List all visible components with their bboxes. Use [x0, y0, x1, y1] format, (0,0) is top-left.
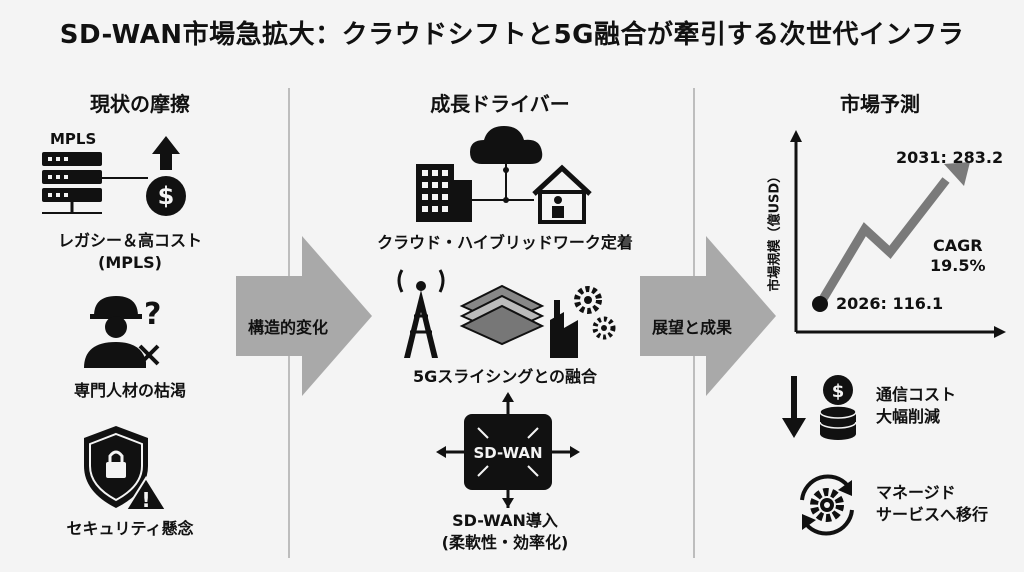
legacy-cost-label: レガシー＆高コスト (MPLS) — [57, 231, 202, 272]
page-title: SD-WAN市場急拡大：クラウドシフトと5G融合が牽引する次世代インフラ — [59, 20, 965, 50]
managed-service-gear-icon — [800, 474, 854, 536]
chart-series-line — [816, 177, 950, 307]
chart-cagr-label: CAGR 19.5% — [930, 236, 986, 275]
chart-ylabel: 市場規模（億USD） — [767, 169, 783, 292]
cost-reduction-label: 通信コスト 大幅削減 — [876, 385, 957, 426]
cloud-hybrid-work-icon — [416, 126, 592, 224]
structural-change-arrow — [236, 236, 372, 396]
current-friction-heading: 現状の摩擦 — [90, 92, 190, 116]
chart-start-label: 2026: 116.1 — [836, 294, 944, 313]
outlook-outcome-label: 展望と成果 — [651, 318, 732, 337]
outlook-outcome-arrow — [640, 236, 776, 396]
chart-end-label: 2031: 283.2 — [896, 148, 1004, 167]
security-shield-icon: ! — [84, 426, 168, 512]
managed-service-label: マネージド サービスへ移行 — [876, 483, 989, 524]
market-forecast-heading: 市場予測 — [840, 92, 920, 116]
svg-text:?: ? — [144, 297, 161, 332]
mpls-tag: MPLS — [50, 130, 97, 148]
legacy-server-cost-icon: $ — [42, 136, 186, 216]
cloud-hybrid-work-label: クラウド・ハイブリッドワーク定着 — [377, 233, 633, 252]
worker-shortage-icon: ? — [84, 296, 161, 368]
cost-down-coins-icon: $ — [782, 375, 857, 440]
structural-change-label: 構造的変化 — [247, 318, 328, 337]
sd-wan-box-text: SD-WAN — [473, 444, 543, 462]
sd-wan-adoption-label: SD-WAN導入 (柔軟性・効率化) — [441, 511, 569, 552]
5g-slicing-icon — [397, 269, 616, 358]
chart-series-arrowhead — [944, 162, 970, 186]
svg-text:$: $ — [832, 381, 845, 402]
chart-y-axis-arrowhead — [790, 130, 802, 142]
svg-text:$: $ — [158, 182, 175, 210]
growth-drivers-heading: 成長ドライバー — [430, 92, 570, 116]
sd-wan-hub-icon — [436, 392, 580, 508]
security-concern-label: セキュリティ懸念 — [66, 519, 194, 538]
market-forecast-chart — [790, 130, 1006, 338]
chart-x-axis-arrowhead — [994, 326, 1006, 338]
5g-slicing-label: 5Gスライシングとの融合 — [412, 367, 598, 386]
svg-text:!: ! — [141, 488, 150, 512]
chart-point-2026 — [812, 296, 828, 312]
talent-shortage-label: 専門人材の枯渇 — [73, 381, 186, 400]
